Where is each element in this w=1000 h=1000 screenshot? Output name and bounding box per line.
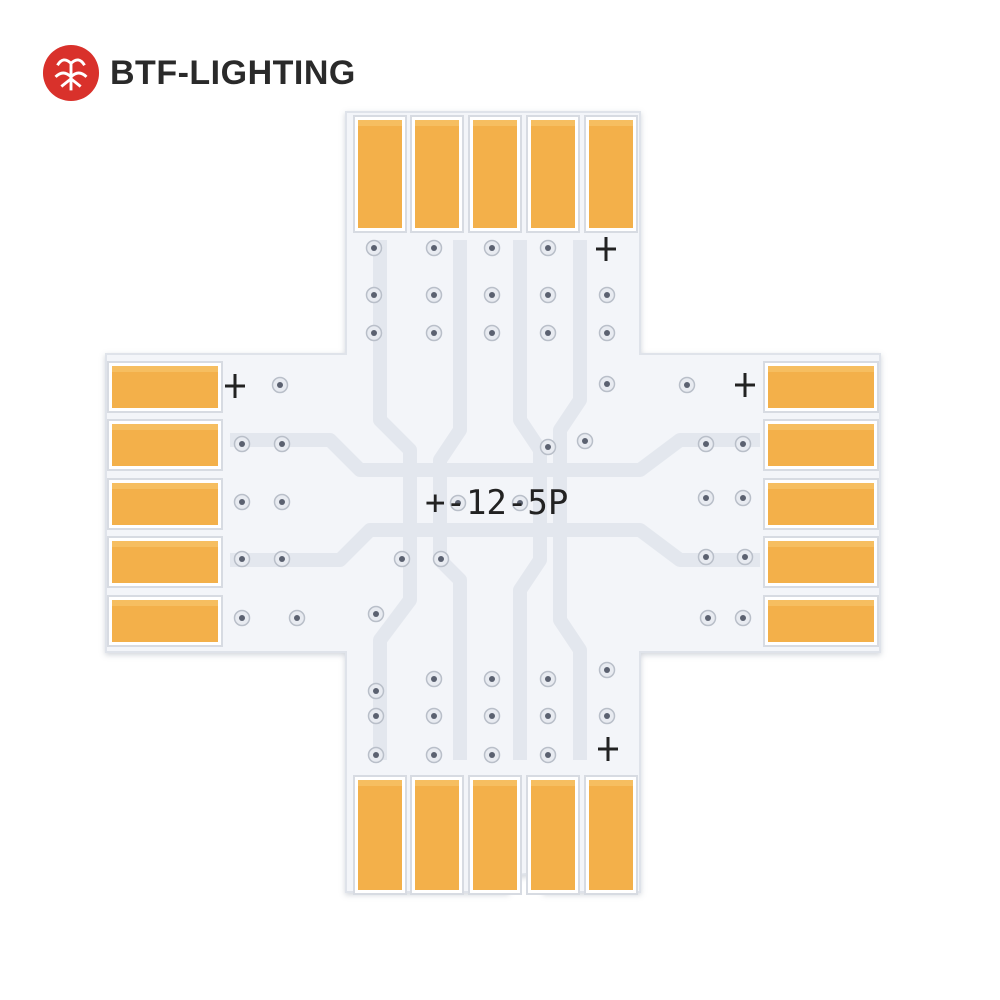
via-hole <box>511 494 529 512</box>
via-hole <box>734 609 752 627</box>
via-hole <box>697 489 715 507</box>
via-hole <box>539 324 557 342</box>
via-hole <box>367 746 385 764</box>
brand-name: BTF-LIGHTING <box>110 53 356 92</box>
via-hole <box>483 239 501 257</box>
via-hole <box>539 746 557 764</box>
via-hole <box>483 286 501 304</box>
pad-bottom-2 <box>410 775 464 895</box>
via-hole <box>539 670 557 688</box>
pad-left-5 <box>107 595 223 647</box>
brand-header: BTF-LIGHTING <box>42 44 356 102</box>
via-hole <box>425 746 443 764</box>
pad-bottom-1 <box>353 775 407 895</box>
polarity-marker-group <box>225 237 755 761</box>
via-hole <box>367 707 385 725</box>
pad-top-5 <box>584 115 638 233</box>
pad-bottom-5 <box>584 775 638 895</box>
via-hole <box>273 550 291 568</box>
via-hole <box>393 550 411 568</box>
pad-top-3 <box>468 115 522 233</box>
via-hole <box>539 286 557 304</box>
via-hole <box>539 438 557 456</box>
via-hole <box>288 609 306 627</box>
via-hole <box>233 609 251 627</box>
via-hole <box>598 707 616 725</box>
via-hole <box>233 550 251 568</box>
plus-marker-icon <box>735 373 755 397</box>
pad-bottom-4 <box>526 775 580 895</box>
pad-top-4 <box>526 115 580 233</box>
via-hole <box>367 682 385 700</box>
via-hole <box>734 489 752 507</box>
plus-marker-icon <box>225 374 245 398</box>
via-group <box>233 239 754 764</box>
via-hole <box>273 435 291 453</box>
via-hole <box>736 548 754 566</box>
via-hole <box>483 670 501 688</box>
via-hole <box>425 239 443 257</box>
via-hole <box>425 324 443 342</box>
via-hole <box>365 324 383 342</box>
board-traces <box>230 240 760 760</box>
via-hole <box>483 746 501 764</box>
via-hole <box>678 376 696 394</box>
via-hole <box>483 324 501 342</box>
via-hole <box>598 324 616 342</box>
via-hole <box>697 548 715 566</box>
pad-right-1 <box>763 361 879 413</box>
via-hole <box>539 239 557 257</box>
pad-right-3 <box>763 478 879 530</box>
via-hole <box>365 286 383 304</box>
via-hole <box>598 661 616 679</box>
via-hole <box>576 432 594 450</box>
via-hole <box>425 670 443 688</box>
via-hole <box>367 605 385 623</box>
via-hole <box>273 493 291 511</box>
pad-group <box>107 115 879 895</box>
via-hole <box>539 707 557 725</box>
plus-marker-icon <box>596 237 616 261</box>
via-hole <box>271 376 289 394</box>
via-hole <box>598 286 616 304</box>
via-hole <box>365 239 383 257</box>
pad-left-2 <box>107 419 223 471</box>
via-hole <box>483 707 501 725</box>
pad-bottom-3 <box>468 775 522 895</box>
plus-marker-icon <box>598 737 618 761</box>
via-hole <box>598 375 616 393</box>
via-hole <box>697 435 715 453</box>
pad-right-5 <box>763 595 879 647</box>
btf-flower-logo-icon <box>42 44 100 102</box>
via-hole <box>425 286 443 304</box>
via-hole <box>699 609 717 627</box>
pad-left-1 <box>107 361 223 413</box>
pad-left-4 <box>107 536 223 588</box>
board-label: +-12-5P <box>425 483 568 523</box>
pad-top-2 <box>410 115 464 233</box>
pad-right-2 <box>763 419 879 471</box>
pad-top-1 <box>353 115 407 233</box>
via-hole <box>449 494 467 512</box>
pad-left-3 <box>107 478 223 530</box>
via-hole <box>432 550 450 568</box>
via-hole <box>233 493 251 511</box>
via-hole <box>425 707 443 725</box>
via-hole <box>233 435 251 453</box>
via-hole <box>734 435 752 453</box>
pad-right-4 <box>763 536 879 588</box>
